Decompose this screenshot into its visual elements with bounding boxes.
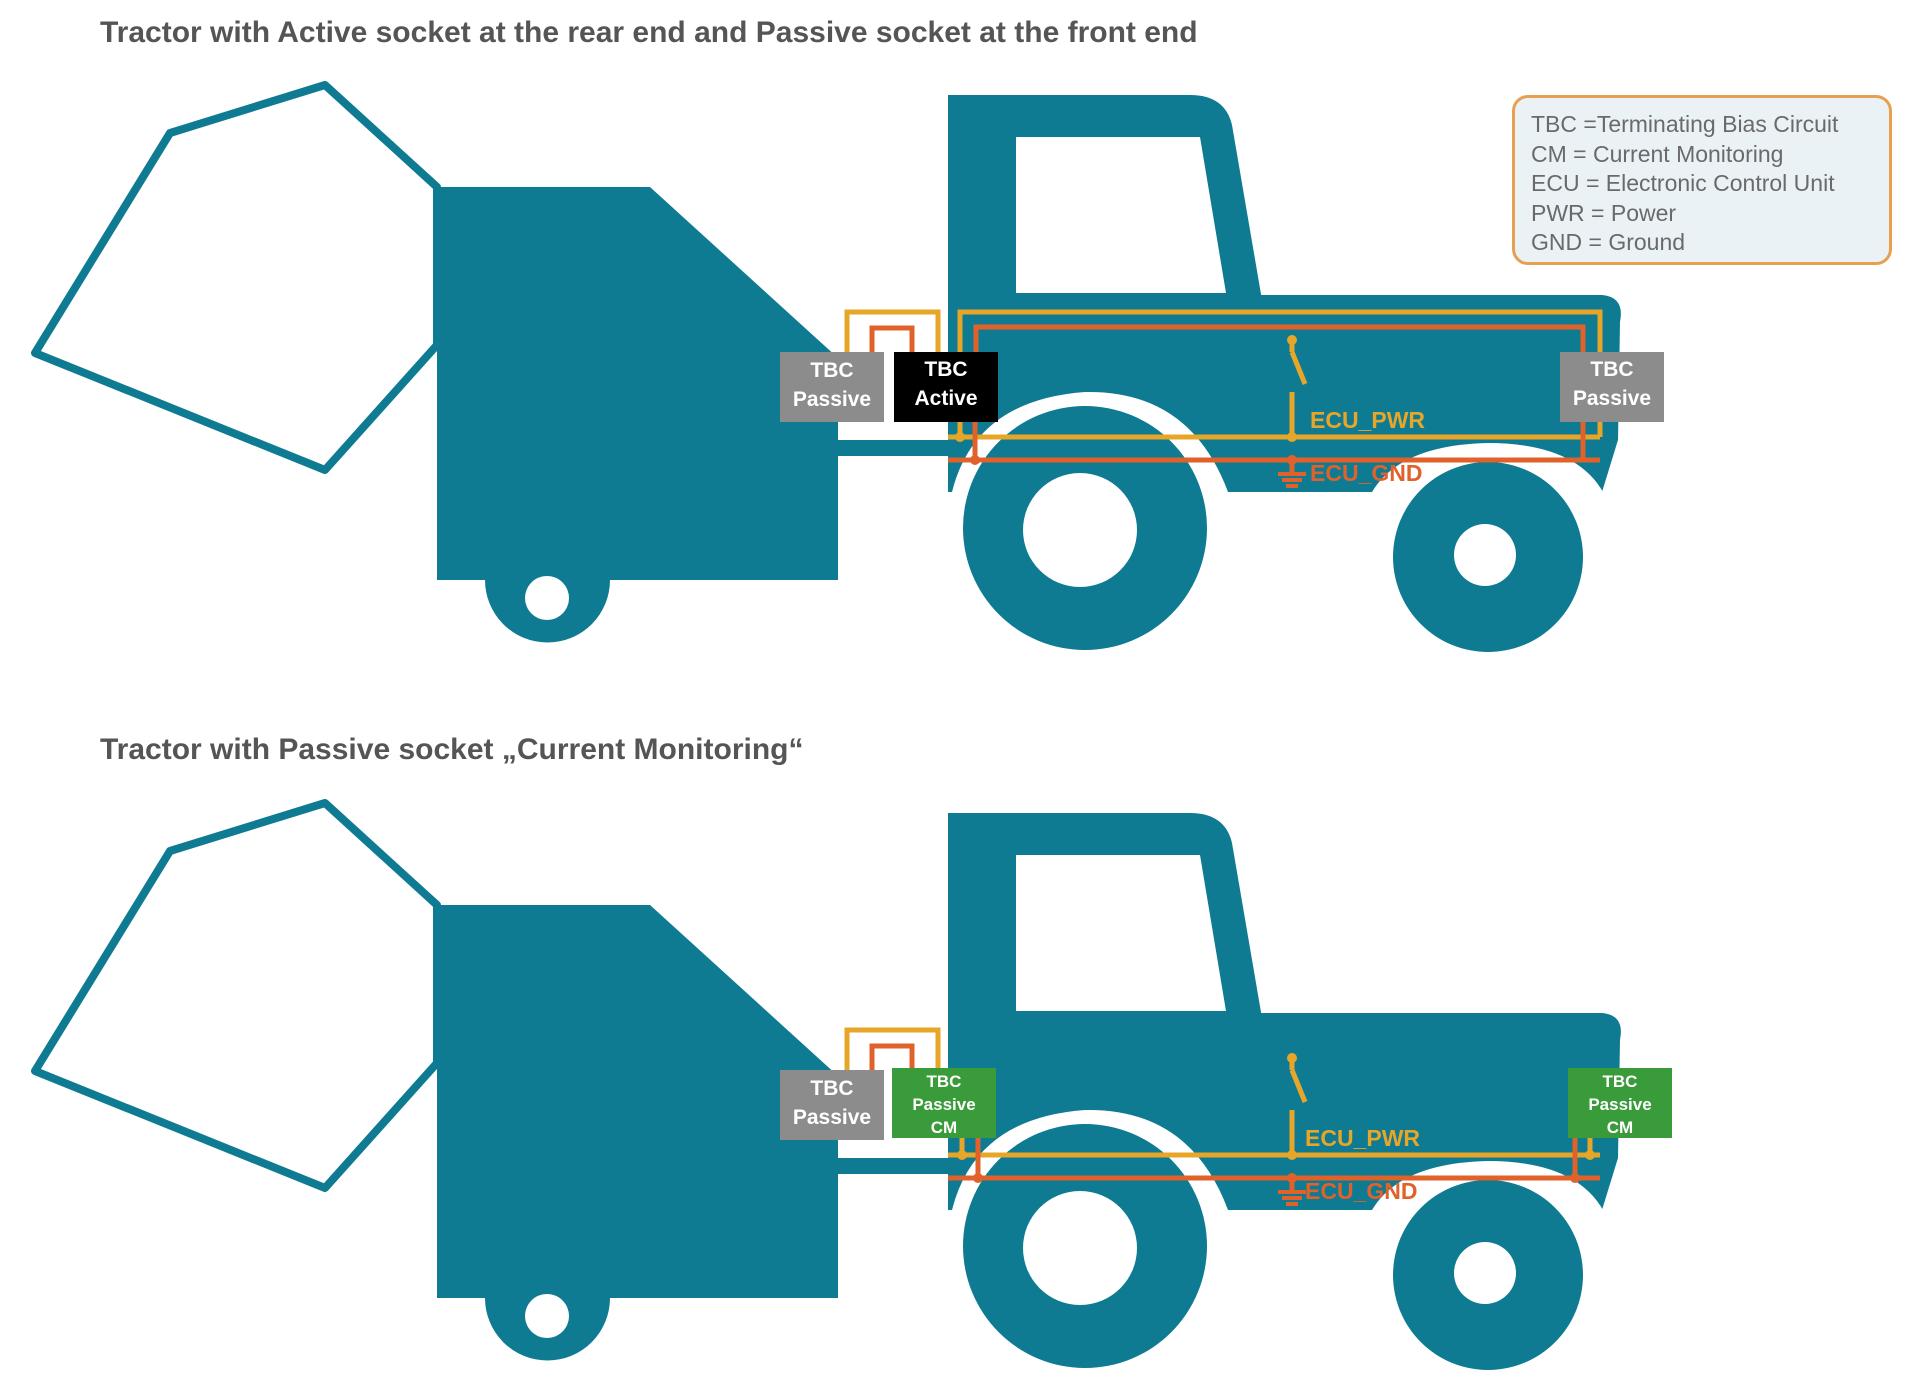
- legend-entry-pwr: PWR = Power: [1531, 199, 1677, 226]
- bottom-ecu-pwr-label: ECU_PWR: [1305, 1125, 1420, 1151]
- top-rear-socket-box: [894, 352, 998, 422]
- bottom-rear-cm-socket-label-3: CM: [931, 1118, 957, 1137]
- top-rear-socket-label-2: Active: [914, 387, 977, 410]
- bottom-front-cm-socket-label-2: Passive: [1588, 1095, 1651, 1114]
- top-diagram-title: Tractor with Active socket at the rear e…: [100, 16, 1198, 49]
- top-front-socket-label-2: Passive: [1573, 387, 1651, 410]
- top-ecu-pwr-label: ECU_PWR: [1310, 407, 1425, 433]
- legend-box: TBC =Terminating Bias Circuit CM = Curre…: [1512, 95, 1892, 265]
- top-implement-socket-label-1: TBC: [810, 359, 853, 382]
- bottom-rear-cm-socket-label-2: Passive: [912, 1095, 975, 1114]
- bottom-rear-cm-socket-box: [892, 1068, 996, 1138]
- legend-entry-tbc: TBC =Terminating Bias Circuit: [1531, 111, 1839, 137]
- top-front-socket-box: [1560, 352, 1664, 422]
- top-ecu-gnd-label: ECU_GND: [1310, 460, 1422, 486]
- top-front-socket-label-1: TBC: [1590, 358, 1633, 381]
- bottom-rear-cm-socket-label-1: TBC: [927, 1072, 962, 1091]
- top-implement-socket-label-2: Passive: [793, 388, 871, 411]
- legend-entry-ecu: ECU = Electronic Control Unit: [1531, 170, 1835, 196]
- bottom-front-cm-socket-box: [1568, 1068, 1672, 1138]
- legend-entry-gnd: GND = Ground: [1531, 229, 1686, 255]
- bottom-front-cm-socket-label-1: TBC: [1603, 1072, 1638, 1091]
- bottom-implement-socket-box: [780, 1070, 884, 1140]
- bottom-implement-socket-label-2: Passive: [793, 1106, 871, 1129]
- bottom-implement-socket-label-1: TBC: [810, 1077, 853, 1100]
- top-implement-socket-box: [780, 352, 884, 422]
- bottom-front-cm-socket-label-3: CM: [1607, 1118, 1633, 1137]
- top-rear-socket-label-1: TBC: [924, 358, 967, 381]
- legend-entry-cm: CM = Current Monitoring: [1531, 140, 1784, 167]
- bottom-diagram-title: Tractor with Passive socket „Current Mon…: [100, 733, 804, 766]
- bottom-ecu-gnd-label: ECU_GND: [1305, 1178, 1417, 1204]
